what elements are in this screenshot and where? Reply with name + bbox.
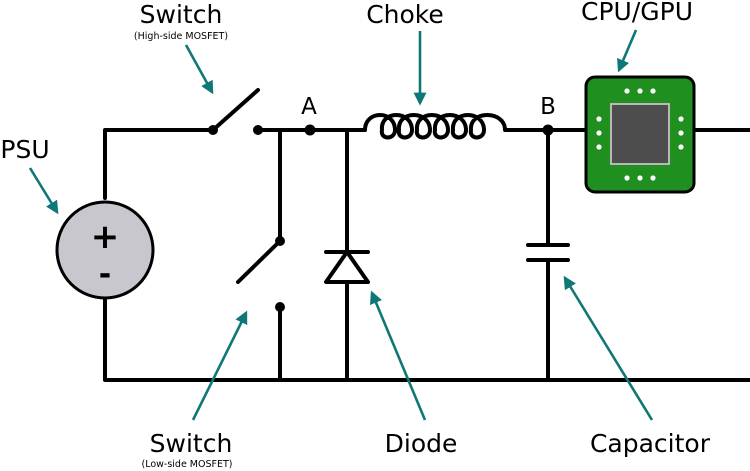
cpu-chip-icon: [584, 75, 696, 194]
arrow-switch-high: [184, 44, 214, 95]
arrow-switch-low: [191, 310, 248, 421]
switch-high-sublabel: (High-side MOSFET): [134, 31, 228, 42]
callout-arrows: [28, 29, 654, 421]
node-b-dot: [542, 124, 554, 136]
switch-low-sublabel: (Low-side MOSFET): [141, 459, 232, 470]
switch-low-label: Switch: [150, 429, 233, 458]
wire-psu-bottom: [103, 298, 750, 382]
arrow-cpu-gpu: [617, 29, 638, 73]
arrow-diode: [370, 290, 427, 421]
wire-psu-top: [103, 128, 215, 200]
high-side-switch-icon: [208, 88, 263, 135]
node-b-label: B: [540, 94, 556, 120]
arrow-capacitor: [563, 275, 654, 421]
choke-label: Choke: [366, 0, 444, 29]
inductor-icon: [363, 113, 512, 140]
psu-plus-sign: +: [91, 217, 120, 257]
node-a-label: A: [301, 94, 317, 120]
capacitor-icon: [526, 243, 570, 262]
diode-icon: [324, 250, 370, 284]
circuit-wires: [103, 128, 750, 382]
psu-source-icon: + -: [55, 200, 155, 300]
switch-high-label: Switch: [140, 0, 223, 29]
capacitor-label: Capacitor: [590, 429, 711, 458]
diode-label: Diode: [385, 429, 458, 458]
arrow-psu: [28, 167, 59, 215]
low-side-switch-icon: [236, 236, 285, 312]
psu-label: PSU: [0, 135, 49, 164]
node-a-dot: [304, 124, 316, 136]
psu-minus-sign: -: [99, 257, 111, 292]
cpu-gpu-label: CPU/GPU: [581, 0, 693, 26]
